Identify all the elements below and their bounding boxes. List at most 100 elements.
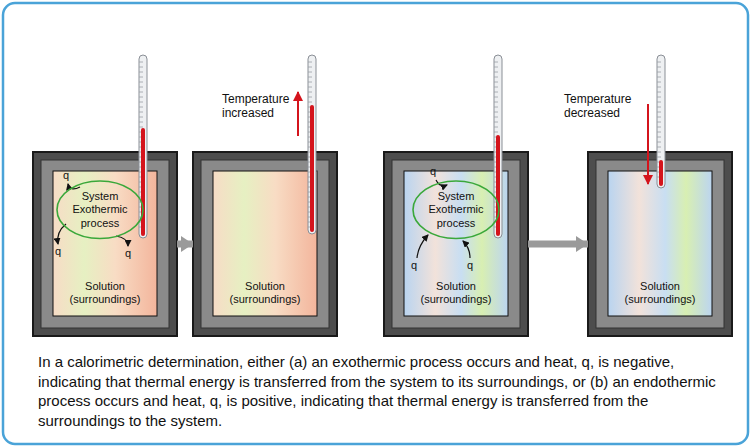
ellipse-outline bbox=[413, 181, 499, 239]
thermometer-tick bbox=[657, 72, 661, 73]
system-ellipse: System Exothermic process bbox=[412, 180, 500, 240]
thermometer-tick bbox=[494, 97, 498, 98]
process-arrow bbox=[177, 241, 193, 248]
thermometer-tick bbox=[139, 107, 143, 108]
thermometer-tick bbox=[657, 107, 661, 108]
thermometer-tick bbox=[657, 122, 661, 123]
heat-label: q bbox=[411, 259, 417, 272]
solution bbox=[404, 171, 508, 316]
system-ellipse: System Exothermic process bbox=[56, 180, 144, 240]
thermometer-tick bbox=[308, 102, 312, 103]
thermometer-tick bbox=[657, 102, 661, 103]
calorimeter-box: Solution (surroundings)System Exothermic… bbox=[33, 152, 177, 336]
thermometer-tick bbox=[494, 82, 498, 83]
thermometer-tick bbox=[657, 147, 661, 148]
thermometer-tick bbox=[494, 112, 498, 113]
thermometer-tick bbox=[139, 112, 143, 113]
thermometer-tick bbox=[139, 117, 143, 118]
thermometer-tick bbox=[494, 77, 498, 78]
calorimeter-liner bbox=[596, 160, 724, 328]
thermometer-tick bbox=[657, 142, 661, 143]
thermometer-tick bbox=[139, 77, 143, 78]
heat-arrow bbox=[417, 235, 428, 258]
calorimeter-box: Solution (surroundings) System Exothermic… bbox=[384, 152, 528, 336]
calorimeter-wall bbox=[33, 152, 177, 336]
thermometer-tube bbox=[308, 55, 316, 234]
mercury-column bbox=[141, 128, 145, 236]
thermometer-tick bbox=[494, 102, 498, 103]
solution bbox=[608, 171, 712, 316]
thermometer-tick bbox=[657, 82, 661, 83]
calorimeter bbox=[33, 152, 177, 336]
thermometer-tick bbox=[657, 112, 661, 113]
thermometer-tick bbox=[657, 92, 661, 93]
thermometer bbox=[308, 55, 316, 234]
system-label: System Exothermic process bbox=[67, 190, 133, 230]
temperature-arrow bbox=[297, 92, 299, 136]
heat-label: q bbox=[55, 245, 61, 258]
thermometer-tick bbox=[657, 152, 661, 153]
thermometer-tick bbox=[494, 127, 498, 128]
thermometer-tick bbox=[494, 87, 498, 88]
thermometer-tick bbox=[308, 87, 312, 88]
thermometer-tick bbox=[657, 127, 661, 128]
thermometer-tick bbox=[494, 117, 498, 118]
thermometer-tick bbox=[308, 77, 312, 78]
caption: In a calorimetric determination, either … bbox=[38, 352, 738, 430]
process-arrow bbox=[528, 241, 588, 248]
mercury-column bbox=[659, 160, 663, 186]
thermometer-tube bbox=[494, 55, 502, 238]
thermometer-tick bbox=[657, 137, 661, 138]
calorimeter bbox=[384, 152, 528, 336]
ellipse-outline bbox=[57, 181, 143, 239]
heat-label: q bbox=[430, 165, 436, 178]
thermometer-tick bbox=[308, 62, 312, 63]
thermometer-tick bbox=[139, 87, 143, 88]
thermometer-tick bbox=[139, 102, 143, 103]
thermometer-tick bbox=[657, 157, 661, 158]
thermometer-tick bbox=[657, 132, 661, 133]
calorimeter-box: Solution (surroundings) bbox=[588, 152, 732, 336]
heat-arrow bbox=[116, 236, 128, 246]
temperature-label: Temperature decreased bbox=[564, 92, 642, 121]
thermometer-tick bbox=[657, 67, 661, 68]
thermometer bbox=[494, 55, 502, 238]
mercury-column bbox=[310, 105, 314, 232]
thermometer-tick bbox=[494, 132, 498, 133]
solution bbox=[213, 171, 317, 316]
calorimeter-wall bbox=[588, 152, 732, 336]
temperature-arrow bbox=[647, 104, 649, 184]
solution-label: Solution (surroundings) bbox=[404, 280, 508, 306]
thermometer-tick bbox=[494, 62, 498, 63]
outer-border bbox=[3, 3, 748, 444]
thermometer-tick bbox=[494, 67, 498, 68]
solution-label: Solution (surroundings) bbox=[608, 280, 712, 306]
thermometer-tick bbox=[494, 72, 498, 73]
thermometer-tick bbox=[494, 107, 498, 108]
thermometer-tick bbox=[308, 92, 312, 93]
thermometer-tick bbox=[308, 97, 312, 98]
thermometer-tick bbox=[139, 122, 143, 123]
heat-arrow bbox=[463, 241, 470, 258]
calorimeter bbox=[588, 152, 732, 336]
thermometer-tube bbox=[657, 55, 665, 188]
thermometer-tick bbox=[308, 67, 312, 68]
thermometer-tick bbox=[139, 92, 143, 93]
thermometer-tick bbox=[139, 127, 143, 128]
heat-label: q bbox=[63, 169, 69, 182]
system-label: System Exothermic process bbox=[423, 190, 489, 230]
thermometer-tick bbox=[657, 77, 661, 78]
thermometer-tick bbox=[308, 82, 312, 83]
calorimeter-liner bbox=[41, 160, 169, 328]
thermometer-tick bbox=[494, 92, 498, 93]
thermometer-tick bbox=[308, 72, 312, 73]
thermometer-tick bbox=[657, 97, 661, 98]
thermometer-tick bbox=[657, 87, 661, 88]
thermometer-tick bbox=[139, 97, 143, 98]
thermometer-tick bbox=[139, 72, 143, 73]
thermometers bbox=[139, 55, 665, 238]
thermometer-tick bbox=[657, 62, 661, 63]
thermometer-tick bbox=[657, 117, 661, 118]
temperature-label: Temperature increased bbox=[222, 92, 300, 121]
